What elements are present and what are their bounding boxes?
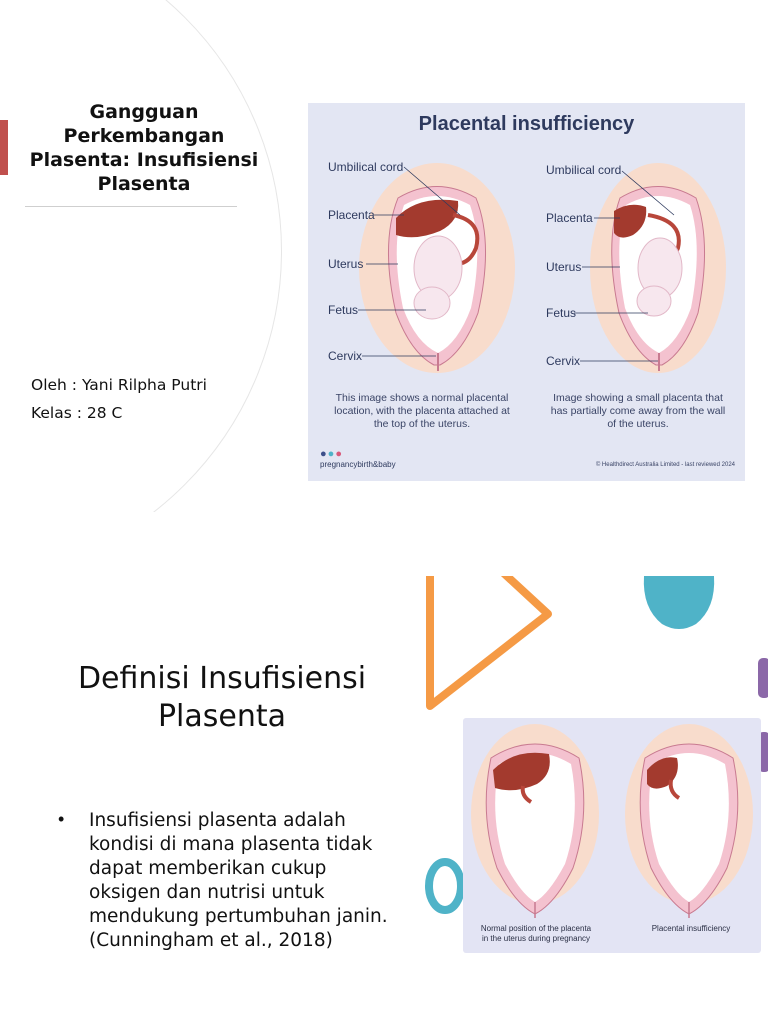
label-umbilical-cord-left: Umbilical cord: [328, 160, 404, 174]
slide-1: Gangguan Perkembangan Plasenta: Insufisi…: [0, 0, 745, 512]
publisher-logo: ●●● pregnancybirth&baby: [320, 448, 396, 469]
teal-ring-icon: [425, 858, 465, 914]
author-block: Oleh : Yani Rilpha Putri Kelas : 28 C: [31, 371, 207, 427]
placental-insufficiency-figure: Placental insufficiency Umbilical cord P…: [308, 103, 745, 481]
teal-semicircle-icon: [643, 576, 715, 629]
label-fetus-left: Fetus: [328, 303, 359, 317]
uterus-illustration: [358, 163, 726, 373]
slide-title: Gangguan Perkembangan Plasenta: Insufisi…: [29, 101, 259, 195]
logo-text: pregnancybirth&baby: [320, 460, 396, 469]
logo-icon: ●●●: [320, 448, 343, 460]
figure-title: Placental insufficiency: [418, 113, 635, 135]
label-cervix-right: Cervix: [546, 354, 581, 368]
caption-insufficiency: Placental insufficiency: [651, 924, 731, 933]
author-line: Oleh : Yani Rilpha Putri: [31, 376, 207, 394]
caption-insufficiency: Image showing a small placenta that has …: [550, 392, 726, 430]
label-placenta-right: Placenta: [546, 211, 593, 225]
slide-2: Definisi Insufisiensi Plasenta • Insufis…: [0, 576, 768, 1024]
accent-bar: [0, 120, 8, 175]
label-uterus-right: Uterus: [546, 260, 582, 274]
label-fetus-right: Fetus: [546, 306, 577, 320]
decorative-arc: [0, 0, 282, 512]
orange-triangle-icon: [426, 576, 552, 710]
label-umbilical-cord-right: Umbilical cord: [546, 163, 622, 177]
label-cervix-left: Cervix: [328, 349, 363, 363]
bullet-dot-icon: •: [58, 809, 65, 829]
placenta-comparison-figure: Normal position of the placenta in the u…: [463, 718, 761, 953]
slide-title: Definisi Insufisiensi Plasenta: [77, 661, 367, 734]
figure-credit: © Healthdirect Australia Limited - last …: [595, 462, 735, 468]
label-placenta-left: Placenta: [328, 208, 375, 222]
class-line: Kelas : 28 C: [31, 404, 123, 422]
caption-normal-position: Normal position of the placenta in the u…: [480, 924, 592, 943]
label-uterus-left: Uterus: [328, 257, 364, 271]
caption-normal: This image shows a normal placental loca…: [334, 392, 510, 430]
purple-bar-icon-top: [758, 658, 768, 698]
uterus-comparison-illustration: [471, 724, 753, 918]
bullet-text: Insufisiensi plasenta adalah kondisi di …: [89, 810, 388, 951]
title-underline: [25, 206, 237, 207]
